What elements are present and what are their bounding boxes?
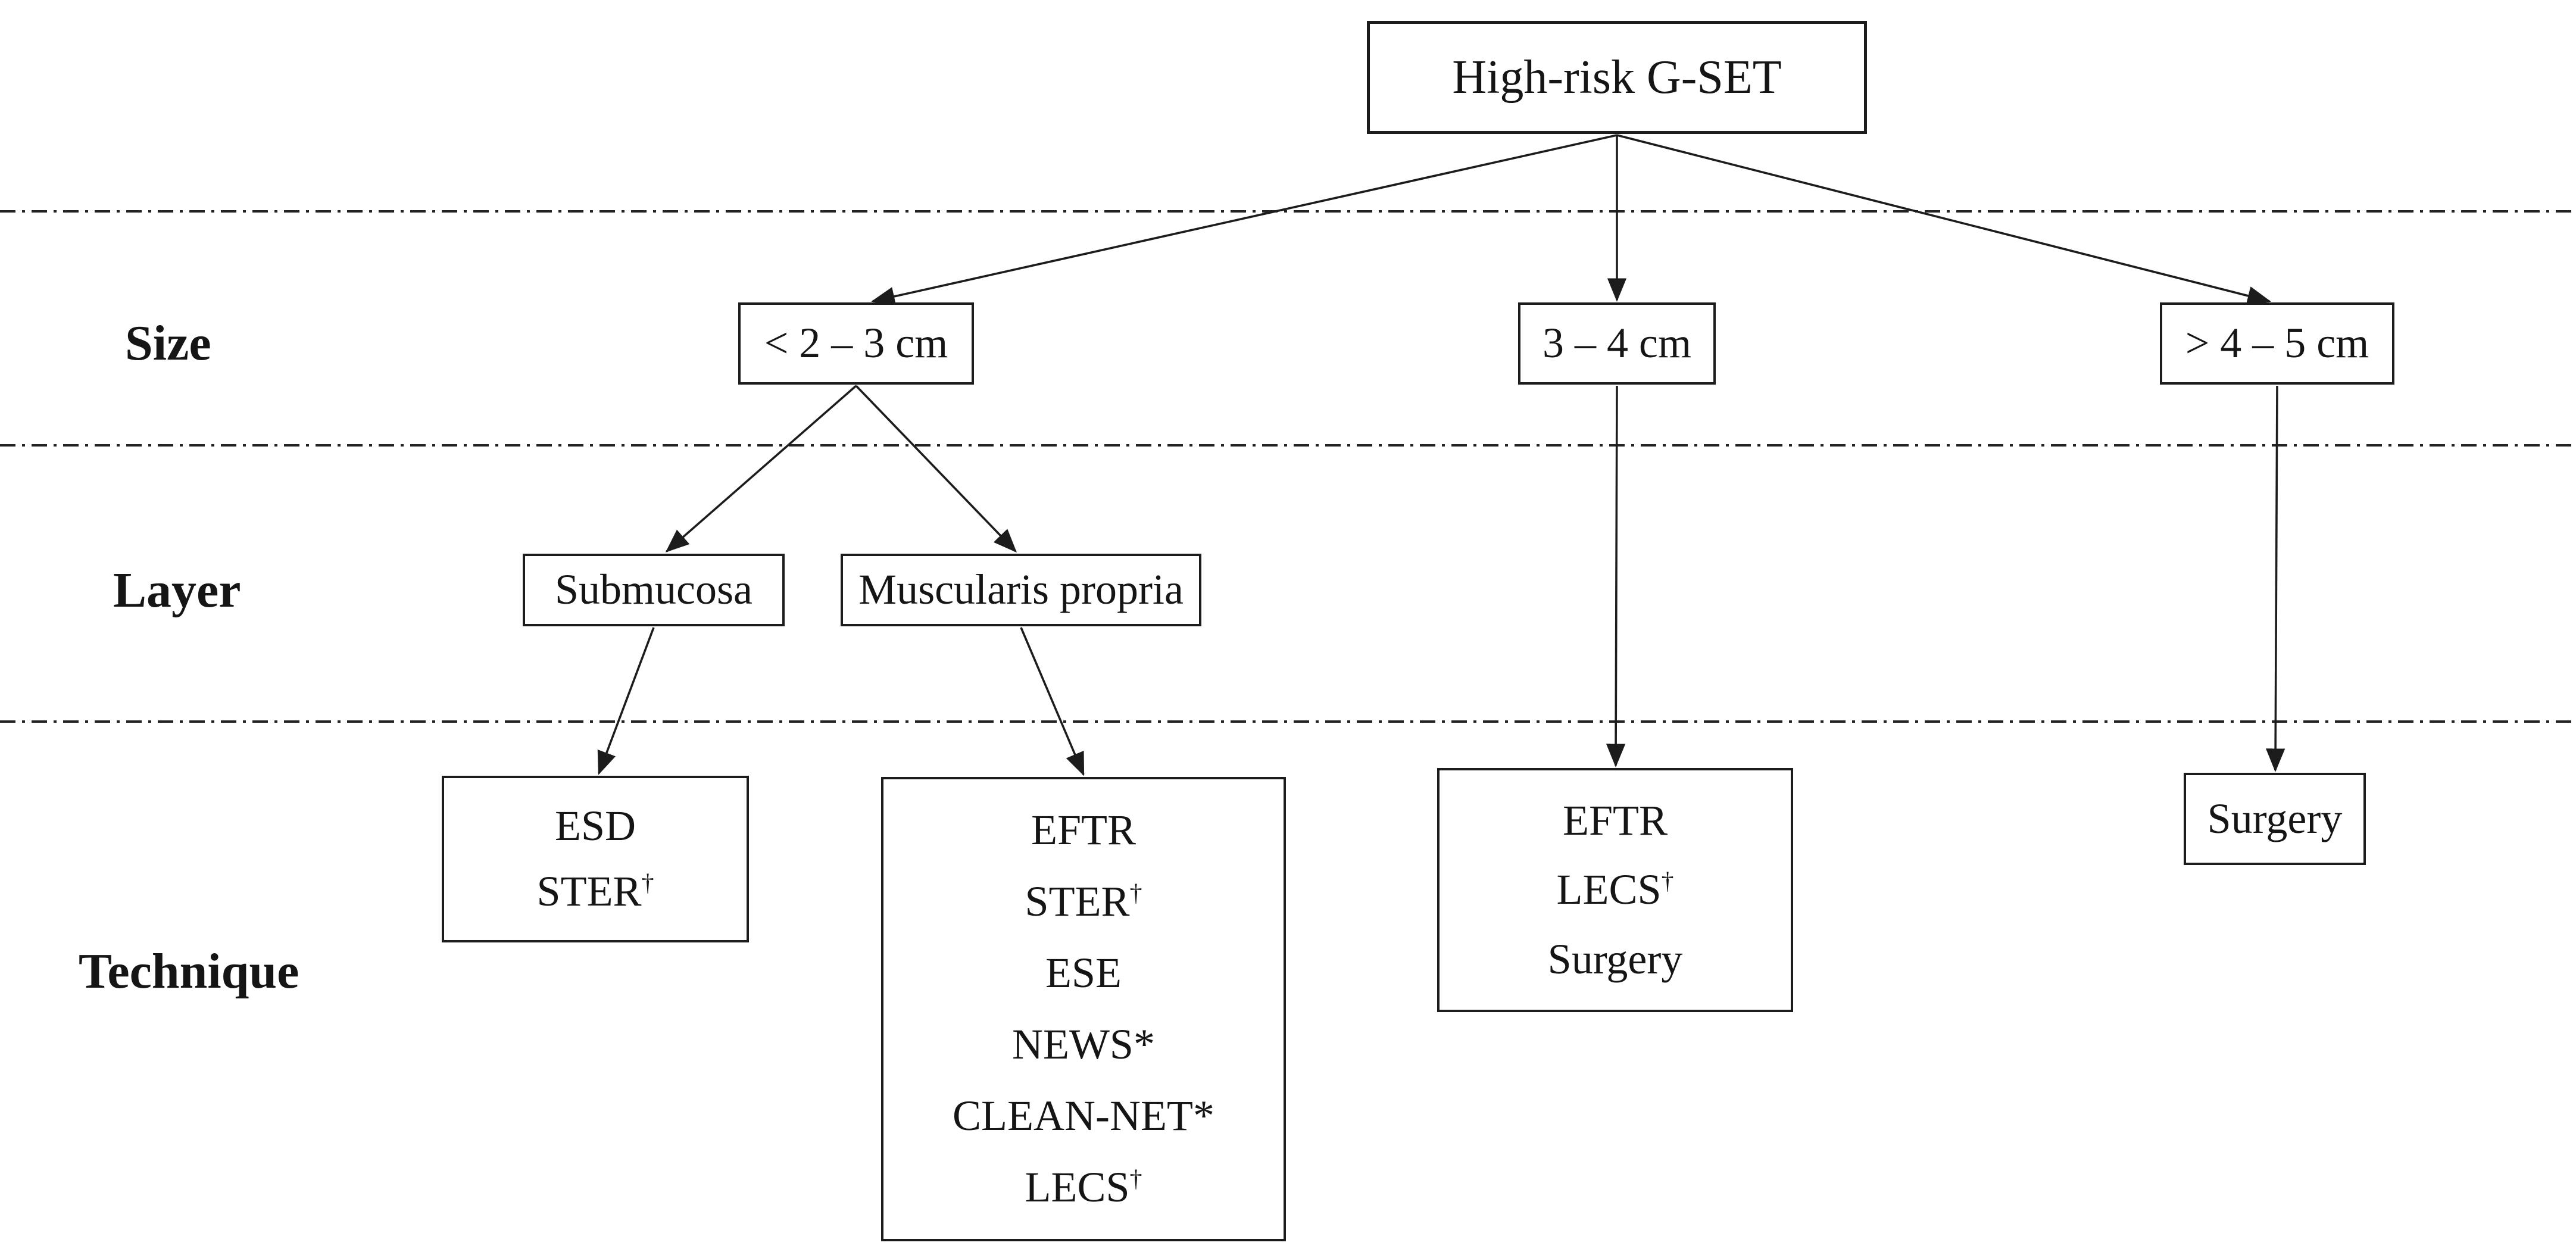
technique-item: Surgery bbox=[1547, 935, 1683, 984]
row-label-technique: Technique bbox=[79, 944, 299, 999]
node-techniques-muscularis: EFTR STER† ESE NEWS* CLEAN-NET* LECS† bbox=[881, 777, 1286, 1241]
node-layer-muscularis-propria: Muscularis propria bbox=[841, 554, 1201, 626]
technique-item: STER† bbox=[536, 867, 654, 916]
arrow-submucosa-to-techniques bbox=[597, 627, 655, 775]
technique-item: ESD bbox=[554, 802, 636, 850]
node-size-3-4cm: 3 – 4 cm bbox=[1518, 302, 1716, 385]
technique-item: EFTR bbox=[1562, 796, 1668, 844]
technique-item: ESE bbox=[1045, 949, 1122, 997]
arrow-size-small-to-submucosa bbox=[665, 385, 857, 552]
arrow-size-mid-to-techniques bbox=[1606, 385, 1626, 767]
row-label-size: Size bbox=[125, 316, 211, 371]
node-techniques-3-4cm: EFTR LECS† Surgery bbox=[1437, 768, 1793, 1012]
node-size-lt-2-3cm: < 2 – 3 cm bbox=[738, 302, 974, 385]
technique-item: EFTR bbox=[1031, 806, 1136, 854]
technique-item: LECS† bbox=[1025, 1163, 1142, 1212]
arrow-root-to-size-small bbox=[871, 134, 1618, 306]
node-high-risk-gset: High-risk G-SET bbox=[1367, 21, 1867, 134]
arrow-size-large-to-surgery bbox=[2265, 385, 2285, 772]
arrow-muscularis-to-techniques bbox=[1020, 627, 1085, 776]
arrow-size-small-to-muscularis bbox=[855, 385, 1017, 553]
technique-item: CLEAN-NET* bbox=[953, 1092, 1214, 1140]
node-size-gt-4-5cm: > 4 – 5 cm bbox=[2160, 302, 2394, 385]
technique-item: NEWS* bbox=[1012, 1020, 1155, 1069]
technique-item: LECS† bbox=[1556, 866, 1674, 914]
arrow-root-to-size-large bbox=[1616, 134, 2271, 305]
technique-item: STER† bbox=[1025, 878, 1142, 926]
node-layer-submucosa: Submucosa bbox=[523, 554, 785, 626]
node-techniques-submucosa: ESD STER† bbox=[442, 776, 749, 942]
row-label-layer: Layer bbox=[113, 563, 241, 618]
technique-item: Surgery bbox=[2207, 794, 2343, 842]
node-techniques-4-5cm: Surgery bbox=[2184, 773, 2366, 865]
